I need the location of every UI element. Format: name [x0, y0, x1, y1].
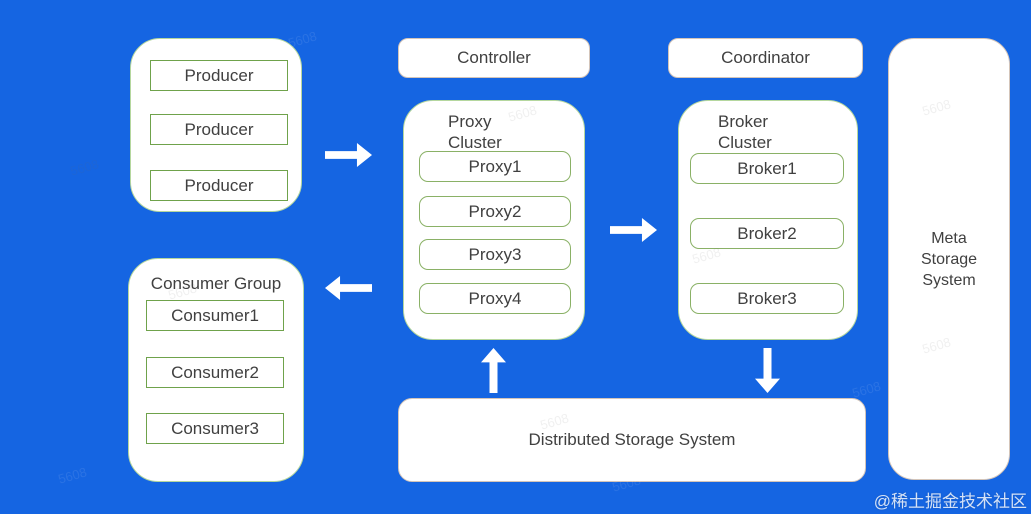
coordinator-node: Coordinator	[668, 38, 863, 78]
arrow-proxy-to-consumer	[325, 276, 372, 300]
proxy-node: Proxy4	[419, 283, 571, 314]
arrow-storage-to-proxy	[481, 348, 506, 393]
proxy-node: Proxy3	[419, 239, 571, 270]
watermark-tile: 5608	[68, 156, 101, 179]
meta-storage-label: Meta Storage System	[920, 229, 978, 289]
distributed-storage-node: Distributed Storage System	[398, 398, 866, 482]
broker-node: Broker3	[690, 283, 844, 314]
broker-cluster-title: Broker Cluster	[718, 112, 772, 152]
consumer-node: Consumer1	[146, 300, 284, 331]
meta-storage-node: Meta Storage System	[888, 38, 1010, 480]
producer-group-container: Producer Producer Producer	[130, 38, 302, 212]
consumer-node: Consumer2	[146, 357, 284, 388]
controller-node: Controller	[398, 38, 590, 78]
broker-node: Broker1	[690, 153, 844, 184]
broker-node: Broker2	[690, 218, 844, 249]
arrow-producer-to-proxy	[325, 143, 372, 167]
arrow-proxy-to-broker	[610, 218, 657, 242]
juejin-watermark-badge: @稀土掘金技术社区	[873, 492, 1027, 511]
proxy-node: Proxy1	[419, 151, 571, 182]
consumer-node: Consumer3	[146, 413, 284, 444]
producer-node: Producer	[150, 114, 288, 145]
proxy-cluster-container: Proxy Cluster Proxy1 Proxy2 Proxy3 Proxy…	[403, 100, 585, 340]
broker-cluster-container: Broker Cluster Broker1 Broker2 Broker3	[678, 100, 858, 340]
producer-node: Producer	[150, 170, 288, 201]
watermark-tile: 5608	[56, 464, 89, 487]
consumer-group-title: Consumer Group	[150, 274, 282, 293]
consumer-group-container: Consumer Group Consumer1 Consumer2 Consu…	[128, 258, 304, 482]
proxy-cluster-title: Proxy Cluster	[448, 112, 502, 152]
proxy-node: Proxy2	[419, 196, 571, 227]
producer-node: Producer	[150, 60, 288, 91]
arrow-broker-to-storage	[755, 348, 780, 393]
watermark-tile: 5608	[850, 378, 883, 401]
